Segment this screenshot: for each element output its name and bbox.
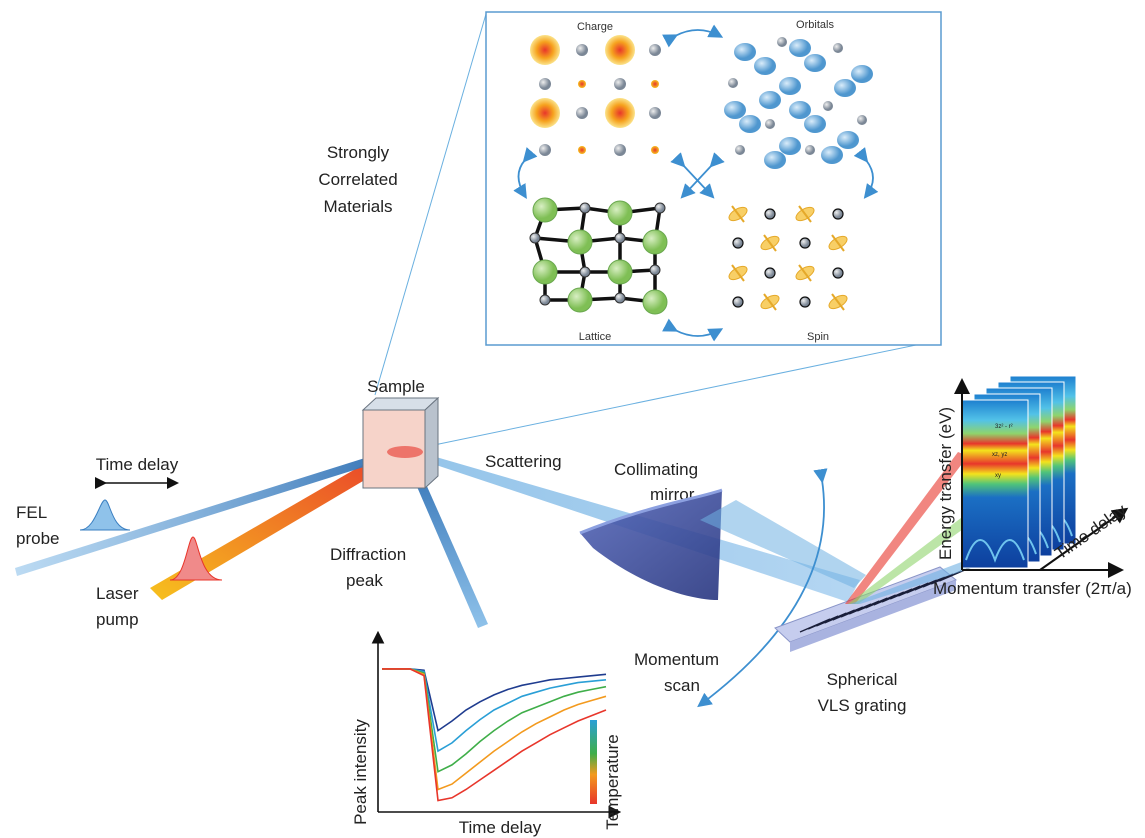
- orbital-order-panel: [724, 37, 873, 169]
- momentum-scan-label-2: scan: [664, 676, 700, 695]
- momentum-scan-label-1: Momentum: [634, 650, 719, 669]
- spectrum-label-3: xy: [995, 473, 1001, 479]
- momentum-scan-arrow: [697, 468, 828, 708]
- materials-label-1: Strongly: [327, 143, 390, 162]
- materials-label-2: Correlated: [318, 170, 397, 189]
- fel-label-2: probe: [16, 529, 59, 548]
- chart-series-line-3: [382, 668, 607, 773]
- probe-pulse-icon: [79, 499, 131, 531]
- temperature-colorbar: [590, 720, 597, 804]
- green-beam: [848, 502, 990, 604]
- chart-series-line-2: [382, 668, 607, 753]
- sample-label: Sample: [367, 377, 425, 396]
- materials-label-3: Materials: [324, 197, 393, 216]
- materials-inset: Charge Orbitals Lattice Spin: [374, 11, 942, 451]
- spin-panel: [728, 205, 848, 311]
- laser-pump-beam: [150, 442, 412, 600]
- chart-series-line-4: [382, 668, 607, 791]
- momentum-transfer-label: Momentum transfer (2π/a): [933, 579, 1132, 598]
- chart-series-line-5: [382, 668, 607, 802]
- zoom-line-right: [409, 339, 941, 451]
- lattice-label: Lattice: [579, 331, 611, 343]
- lattice-atoms: [529, 197, 668, 315]
- peak-intensity-chart: Time delay Peak intensity Temperature: [351, 630, 622, 837]
- temperature-label: Temperature: [603, 734, 622, 829]
- fel-probe-beam: [15, 446, 405, 576]
- energy-transfer-label: Energy transfer (eV): [936, 407, 955, 560]
- spectrum-panel: [961, 399, 1029, 569]
- rixs-spectra-stack: 3z² - r² xz, yz xy: [954, 375, 1129, 578]
- zoom-line-left: [374, 13, 487, 396]
- spectrum-label-1: 3z² - r²: [995, 424, 1013, 430]
- laser-label-1: Laser: [96, 584, 139, 603]
- diffraction-label-1: Diffraction: [330, 545, 406, 564]
- sample-cube: [361, 396, 440, 490]
- charge-label: Charge: [577, 21, 613, 33]
- laser-label-2: pump: [96, 610, 139, 629]
- chart-y-label: Peak intensity: [351, 719, 370, 825]
- spectrum-dispersion: [965, 539, 1025, 563]
- red-beam: [845, 452, 968, 604]
- charge-order-panel: [530, 35, 661, 156]
- orbitals-label: Orbitals: [796, 19, 834, 31]
- coupling-arrows: [513, 24, 879, 342]
- chart-series-line-1: [382, 668, 607, 732]
- scattering-label: Scattering: [485, 452, 562, 471]
- time-delay-label: Time delay: [96, 455, 179, 474]
- pump-pulse-icon: [169, 536, 223, 581]
- diffraction-beam: [402, 448, 488, 628]
- spectrum-label-2: xz, yz: [992, 452, 1007, 458]
- grating-label-1: Spherical: [827, 670, 898, 689]
- diffraction-label-2: peak: [346, 571, 383, 590]
- grating-label-2: VLS grating: [818, 696, 907, 715]
- chart-x-label: Time delay: [459, 818, 542, 837]
- fel-label-1: FEL: [16, 503, 47, 522]
- collimating-label-1: Collimating: [614, 460, 698, 479]
- spin-label: Spin: [807, 331, 829, 343]
- lattice-panel: [533, 206, 662, 304]
